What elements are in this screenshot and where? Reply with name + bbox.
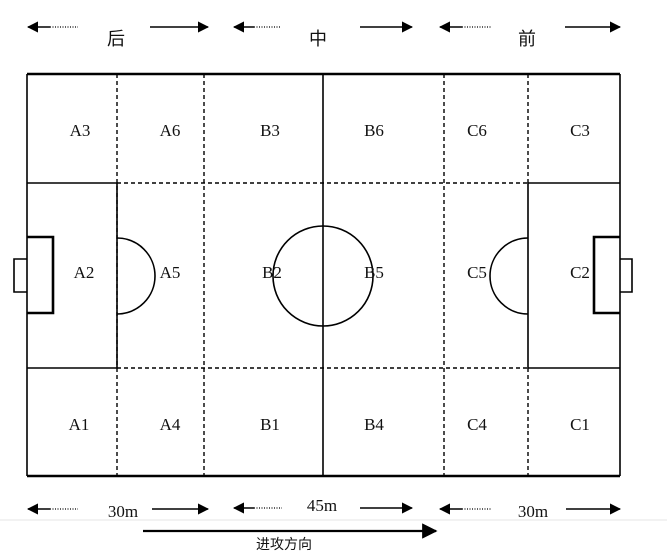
zone-b1: B1 xyxy=(260,415,280,434)
right-penalty-area xyxy=(527,182,620,369)
zone-c2: C2 xyxy=(570,263,590,282)
left-goal xyxy=(13,258,27,293)
attack-direction: 进攻方向 xyxy=(143,523,438,553)
zone-c4: C4 xyxy=(467,415,487,434)
header-middle-label: 中 xyxy=(309,29,327,50)
zone-b2: B2 xyxy=(262,263,282,282)
zone-c6: C6 xyxy=(467,121,487,140)
right-goal xyxy=(620,258,633,293)
right-goal-area xyxy=(592,235,620,315)
distance-middle-label: 45m xyxy=(307,496,337,515)
zone-labels: A3 A6 B3 B6 C6 C3 A2 A5 B2 B5 C5 C2 A1 A… xyxy=(69,121,590,434)
distance-right-label: 30m xyxy=(518,502,548,521)
zone-b5: B5 xyxy=(364,263,384,282)
left-penalty-arc xyxy=(116,237,156,315)
distance-left: 30m xyxy=(26,502,210,521)
header-third-middle: 中 xyxy=(232,21,414,50)
distance-left-label: 30m xyxy=(108,502,138,521)
header-back-label: 后 xyxy=(107,29,125,50)
zone-c1: C1 xyxy=(570,415,590,434)
zone-c5: C5 xyxy=(467,263,487,282)
zone-c3: C3 xyxy=(570,121,590,140)
header-third-front: 前 xyxy=(438,21,622,50)
zone-a2: A2 xyxy=(74,263,95,282)
right-penalty-arc xyxy=(489,237,529,315)
zone-a3: A3 xyxy=(70,121,91,140)
left-goal-area xyxy=(27,235,55,315)
zone-b6: B6 xyxy=(364,121,384,140)
zone-a4: A4 xyxy=(160,415,181,434)
left-penalty-area xyxy=(27,182,118,369)
header-front-label: 前 xyxy=(518,29,536,50)
zone-b4: B4 xyxy=(364,415,384,434)
center-circle xyxy=(272,225,374,327)
attack-direction-label: 进攻方向 xyxy=(256,537,312,553)
header-third-back: 后 xyxy=(26,21,210,50)
distance-right: 30m xyxy=(438,502,622,521)
zone-a1: A1 xyxy=(69,415,90,434)
distance-middle: 45m xyxy=(232,496,414,515)
zone-b3: B3 xyxy=(260,121,280,140)
zone-a5: A5 xyxy=(160,263,181,282)
zone-a6: A6 xyxy=(160,121,181,140)
